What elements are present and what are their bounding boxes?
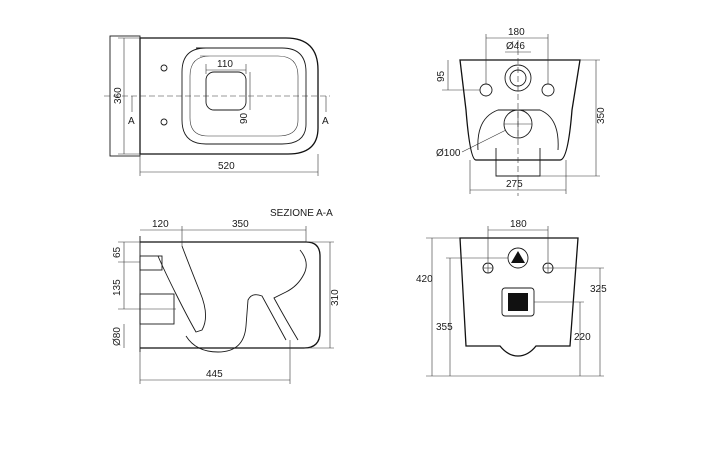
section-bowl-front [273, 249, 307, 341]
section-view: SEZIONE A-A 120 350 65 135 Ø80 [112, 208, 341, 384]
section-outline [140, 241, 321, 349]
dim-rear-outlet-leader [461, 129, 507, 153]
dim-slot-depth: 90 [239, 112, 250, 124]
dim-wall-outlet: 220 [574, 332, 591, 343]
section-title: SEZIONE A-A [270, 208, 333, 219]
top-view: A A 110 90 360 520 [104, 35, 330, 176]
section-mark-left: A [128, 116, 135, 127]
section-inlet [139, 255, 163, 271]
dim-wall-fixing: 325 [590, 284, 607, 295]
top-view-slot [205, 71, 247, 111]
dim-width: 520 [218, 161, 235, 172]
wall-view-inlet-mark [511, 251, 525, 263]
rear-view-hole-right [541, 83, 555, 97]
dim-slot-width: 110 [217, 59, 233, 70]
dim-section-span: 350 [232, 219, 249, 230]
dim-depth: 360 [113, 87, 124, 104]
dim-section-inlet: 65 [112, 246, 123, 258]
dim-rear-outlet: Ø100 [436, 148, 461, 159]
dim-rear-inlet: Ø46 [506, 41, 525, 52]
top-view-seat [181, 47, 307, 145]
dim-rear-fixing-height: 95 [436, 70, 447, 82]
dim-rear-height: 350 [596, 107, 607, 124]
section-bowl [157, 245, 206, 333]
dim-wall-spacing: 180 [510, 219, 527, 230]
dim-rear-spacing: 180 [508, 27, 525, 38]
wall-view: 180 420 355 325 220 [416, 219, 607, 377]
dim-section-outlet-diameter: Ø80 [112, 327, 123, 346]
rear-view: 180 Ø46 95 350 Ø100 275 [436, 27, 607, 196]
section-trap [185, 294, 287, 353]
dim-section-outlet-height: 135 [112, 279, 123, 296]
dim-section-length: 445 [206, 369, 223, 380]
top-view-hole-bottom [160, 118, 168, 126]
dim-section-height: 310 [330, 289, 341, 306]
dim-wall-height: 420 [416, 274, 433, 285]
rear-view-hole-left [479, 83, 493, 97]
top-view-seat-inner [189, 55, 299, 137]
dim-rear-base: 275 [506, 179, 523, 190]
top-view-outline [139, 37, 319, 155]
dim-section-rear: 120 [152, 219, 169, 230]
dim-wall-inlet: 355 [436, 322, 453, 333]
wall-view-outlet [508, 293, 528, 311]
rear-view-outline [459, 59, 581, 161]
section-mark-right: A [322, 116, 329, 127]
wall-view-outline [459, 237, 579, 357]
top-view-hole-top [160, 64, 168, 72]
